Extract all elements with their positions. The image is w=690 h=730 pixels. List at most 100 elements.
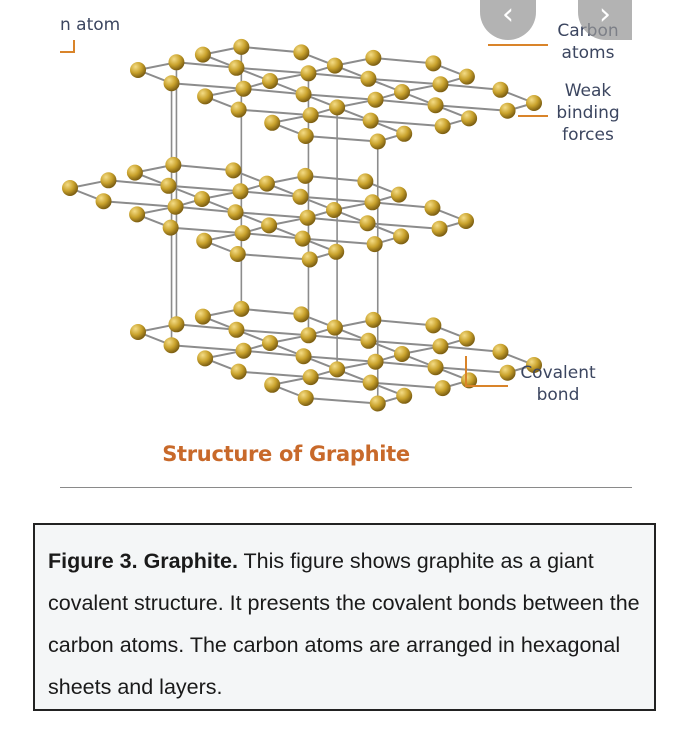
carbon-atom: [359, 215, 376, 232]
carbon-atom: [129, 206, 146, 223]
carbon-atom: [360, 70, 377, 87]
carbon-atom: [301, 251, 318, 268]
carbon-atom: [228, 321, 245, 338]
carbon-atom: [227, 204, 244, 221]
carbon-atom: [293, 306, 310, 323]
carbon-atom: [264, 114, 281, 131]
covalent-bond-line: [176, 61, 237, 69]
carbon-atom: [194, 191, 210, 207]
carbon-atom: [369, 395, 386, 412]
covalent-bond-line: [370, 381, 443, 390]
carbon-atom: [458, 213, 474, 229]
carbon-atom: [168, 316, 185, 333]
carbon-atom: [167, 198, 184, 215]
carbon-atom: [369, 133, 386, 150]
carbon-atom: [427, 97, 444, 114]
covalent-bond-pointer: [465, 356, 508, 387]
carbon-atom: [62, 180, 78, 196]
covalent-bond-line: [235, 211, 308, 219]
carbon-atom: [160, 177, 177, 194]
carbon-atom: [197, 88, 214, 105]
covalent-bond-line: [368, 339, 441, 348]
carbon-atom: [230, 101, 247, 118]
caption-body: This figure shows graphite as a giant co…: [48, 549, 640, 699]
carbon-atom: [235, 342, 252, 359]
covalent-bond-line: [173, 163, 234, 172]
carbon-atom: [326, 202, 342, 218]
carbon-atom: [425, 55, 442, 72]
carbon-atom: [95, 193, 112, 210]
carbon-atom: [295, 348, 312, 365]
carbon-atom: [396, 125, 413, 142]
carbon-atom: [130, 62, 146, 78]
carbon-atom: [300, 327, 317, 344]
carbon-atom: [297, 128, 314, 144]
carbon-atom: [458, 68, 475, 85]
carbon-atom: [367, 353, 384, 370]
covalent-bond-line: [310, 114, 371, 122]
covalent-bond-line: [440, 83, 501, 91]
carbon-atom: [365, 49, 382, 66]
covalent-bond-line: [176, 323, 237, 331]
covalent-bond-line: [240, 190, 301, 198]
carbon-atom: [165, 156, 182, 173]
carbon-atom: [297, 390, 314, 406]
covalent-bond-line: [308, 72, 369, 80]
covalent-bond-line: [303, 93, 376, 101]
covalent-bond-line: [238, 370, 311, 379]
covalent-bond-line: [305, 397, 378, 405]
carbon-atom: [425, 317, 442, 334]
figure-divider: [60, 487, 632, 488]
carbon-atom: [264, 376, 281, 393]
carbon-atom: [424, 199, 441, 216]
carbon-atom: [360, 332, 377, 349]
carbon-atom: [225, 162, 242, 179]
covalent-bond-line: [370, 119, 443, 128]
covalent-bond-line: [103, 200, 176, 208]
carbon-atom: [390, 186, 407, 203]
covalent-bond-line: [171, 82, 244, 90]
carbon-atom: [163, 75, 180, 92]
carbon-atom: [168, 54, 185, 71]
covalent-bond-line: [236, 66, 309, 75]
carbon-atom: [394, 84, 410, 100]
carbon-atom: [126, 164, 143, 181]
carbon-atom: [262, 73, 278, 89]
carbon-atom: [326, 319, 343, 336]
carbon-atom: [292, 188, 309, 205]
carbon-atom: [302, 107, 319, 124]
layer-middle: [62, 156, 474, 268]
carbon-atom: [393, 228, 410, 245]
covalent-bond-line: [237, 253, 310, 261]
covalent-bond-line: [372, 201, 433, 209]
carbon-atom: [233, 38, 250, 55]
atom-label: n atom: [60, 15, 121, 35]
covalent-bond-line: [375, 360, 436, 369]
weak-binding-forces-label: Weak binding forces: [556, 81, 620, 145]
covalent-bond-line: [302, 237, 375, 246]
covalent-bond-line: [171, 344, 244, 352]
carbon-atom: [196, 232, 213, 249]
carbon-atom: [262, 335, 278, 351]
covalent-bond-line: [305, 174, 366, 183]
covalent-bond-line: [368, 77, 441, 86]
covalent-bond-line: [243, 87, 304, 96]
carbon-atom: [362, 374, 379, 391]
covalent-bond-line: [108, 179, 169, 187]
covalent-bond-line: [307, 216, 368, 225]
carbon-atom: [297, 167, 314, 184]
carbon-atom: [526, 357, 542, 373]
covalent-bond-line: [242, 232, 303, 240]
graphite-figure: Structure of Graphite: [60, 0, 632, 488]
carbon-atom: [362, 112, 379, 129]
next-image-button[interactable]: ›: [578, 0, 632, 40]
covalent-bond-line: [236, 328, 309, 337]
carbon-atom: [229, 246, 246, 262]
caption-title: Figure 3. Graphite.: [48, 549, 238, 573]
covalent-bond-line: [305, 135, 378, 143]
carbon-atom: [235, 80, 252, 97]
carbon-atom: [431, 220, 448, 237]
covalent-bond-line: [310, 376, 371, 384]
covalent-bond-line: [373, 56, 434, 65]
covalent-bond-line: [440, 345, 501, 353]
